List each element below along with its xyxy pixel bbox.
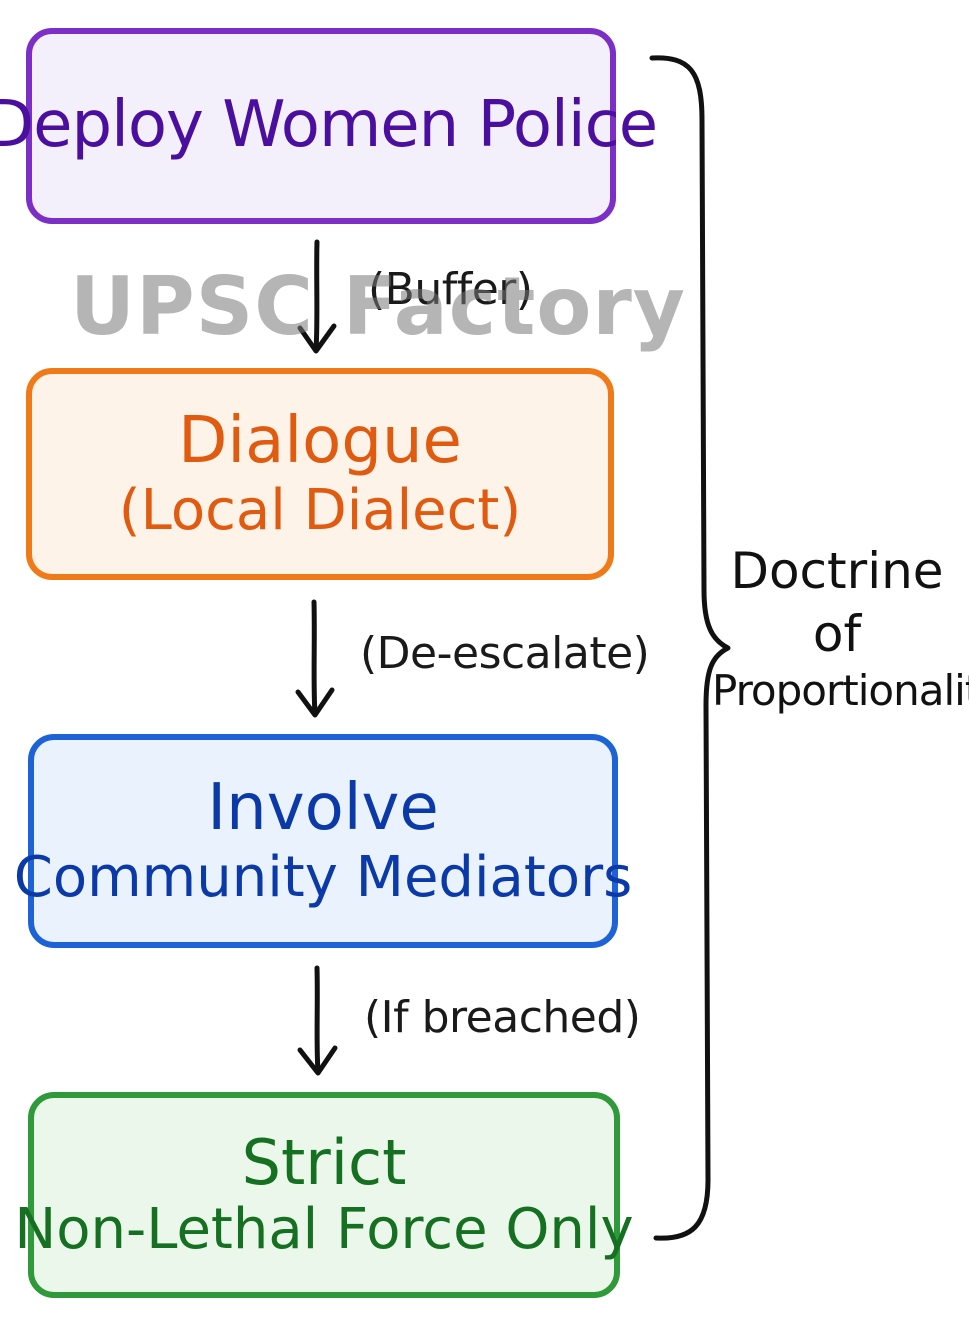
step-label: Dialogue <box>178 404 462 478</box>
arrow-down-icon <box>297 965 338 1076</box>
step-label: Strict <box>241 1126 407 1200</box>
bracket-label-line: Proportionality <box>712 666 969 715</box>
transition-label-if-breached: (If breached) <box>364 992 641 1043</box>
arrow-down-icon <box>297 239 337 354</box>
step-strict-non-lethal-force: Strict Non-Lethal Force Only <box>14 1092 634 1298</box>
bracket-label-line: of <box>812 604 862 663</box>
transition-label-buffer: (Buffer) <box>368 264 533 315</box>
step-sublabel: (Local Dialect) <box>118 477 522 543</box>
step-dialogue: Dialogue (Local Dialect) <box>26 368 614 580</box>
bracket-label: Doctrine of Proportionality <box>712 540 969 718</box>
step-sublabel: Non-Lethal Force Only <box>14 1197 634 1263</box>
transition-label-de-escalate: (De-escalate) <box>360 628 650 679</box>
step-label: Involve <box>207 771 439 845</box>
step-involve-mediators: Involve Community Mediators <box>14 734 632 948</box>
step-sublabel: Community Mediators <box>13 844 633 910</box>
watermark: UPSC Factory <box>70 260 686 353</box>
arrow-down-icon <box>295 599 335 718</box>
curly-brace-icon <box>649 55 731 1241</box>
bracket-label-line: Doctrine <box>730 542 944 600</box>
step-label: Deploy Women Police <box>0 88 658 163</box>
step-deploy-women-police: Deploy Women Police <box>0 28 658 224</box>
